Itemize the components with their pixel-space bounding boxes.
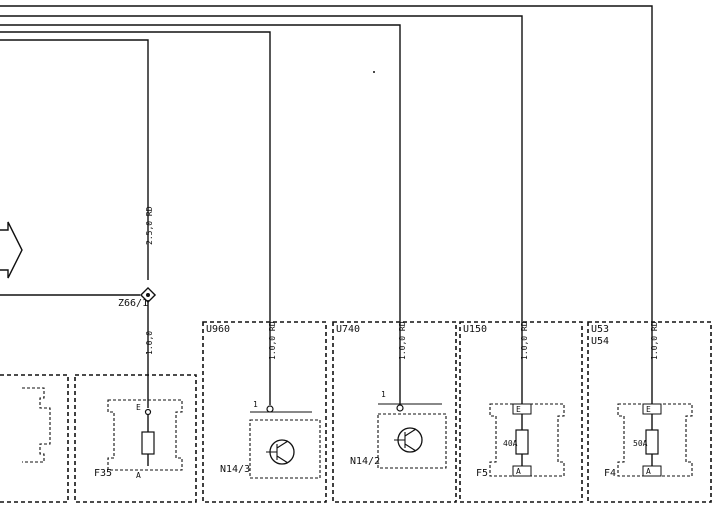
module-u54-code: U54 — [591, 336, 609, 347]
fuse-f5-icon — [515, 429, 529, 455]
incoming-arrow-icon — [0, 221, 23, 279]
module-u960-code: U960 — [206, 324, 230, 335]
wire-label-f5: 1.0,0 RD — [520, 321, 529, 360]
wire-label-n14-3: 1.0,0 RD — [268, 321, 277, 360]
splice-label: Z66/1 — [118, 298, 148, 309]
f35-component-label: F35 — [94, 468, 112, 479]
f4-pin-bottom: A — [646, 467, 651, 476]
f4-pin-top: E — [646, 405, 651, 414]
splice-node-icon — [139, 286, 157, 304]
module-u960-box: U960 1 N14/3 — [202, 321, 327, 503]
f4-rating: 50A — [633, 439, 648, 448]
fuse-f35-box: E A F35 — [74, 374, 197, 503]
module-u740-box: U740 1 N14/2 — [332, 321, 457, 503]
f5-rating: 40A — [503, 439, 518, 448]
f35-pin-top: E — [136, 403, 141, 412]
module-u53-u54-component: F4 — [604, 468, 616, 479]
wire-label-f4: 1.0,0 RD — [650, 321, 659, 360]
module-u150-box: U150 E A 40A F5 — [459, 321, 583, 503]
module-u740-pin: 1 — [381, 390, 386, 399]
wire-label-z66: 2.5,0 RD — [145, 206, 154, 245]
wire-label-n14-2: 1.0,0 RD — [398, 321, 407, 360]
wire-bus-f4 — [0, 5, 653, 300]
f35-pin-bottom: A — [136, 471, 141, 480]
wire-bus-f5 — [0, 15, 523, 300]
transistor-n14-3-icon — [266, 439, 295, 465]
module-u150-component: F5 — [476, 468, 488, 479]
wire-bus-n14-3 — [0, 31, 271, 300]
f5-pin-top: E — [516, 405, 521, 414]
module-u960-pin: 1 — [253, 400, 258, 409]
module-u960-component: N14/3 — [220, 464, 250, 475]
module-u53-code: U53 — [591, 324, 609, 335]
fuse-f4-icon — [645, 429, 659, 455]
module-u53-u54-box: U53 U54 E A 50A F4 — [587, 321, 712, 503]
module-u740-code: U740 — [336, 324, 360, 335]
stray-dot — [373, 71, 375, 73]
fuse-f35-icon — [141, 431, 155, 455]
wire-bus-z66 — [0, 39, 149, 280]
module-u150-code: U150 — [463, 324, 487, 335]
module-u740-component: N14/2 — [350, 456, 380, 467]
wire-bus-n14-2 — [0, 24, 401, 300]
partial-fuse-box — [0, 374, 69, 503]
f5-pin-bottom: A — [516, 467, 521, 476]
transistor-n14-2-icon — [394, 427, 423, 453]
wire-label-f35: 1.0,0 — [145, 331, 154, 355]
